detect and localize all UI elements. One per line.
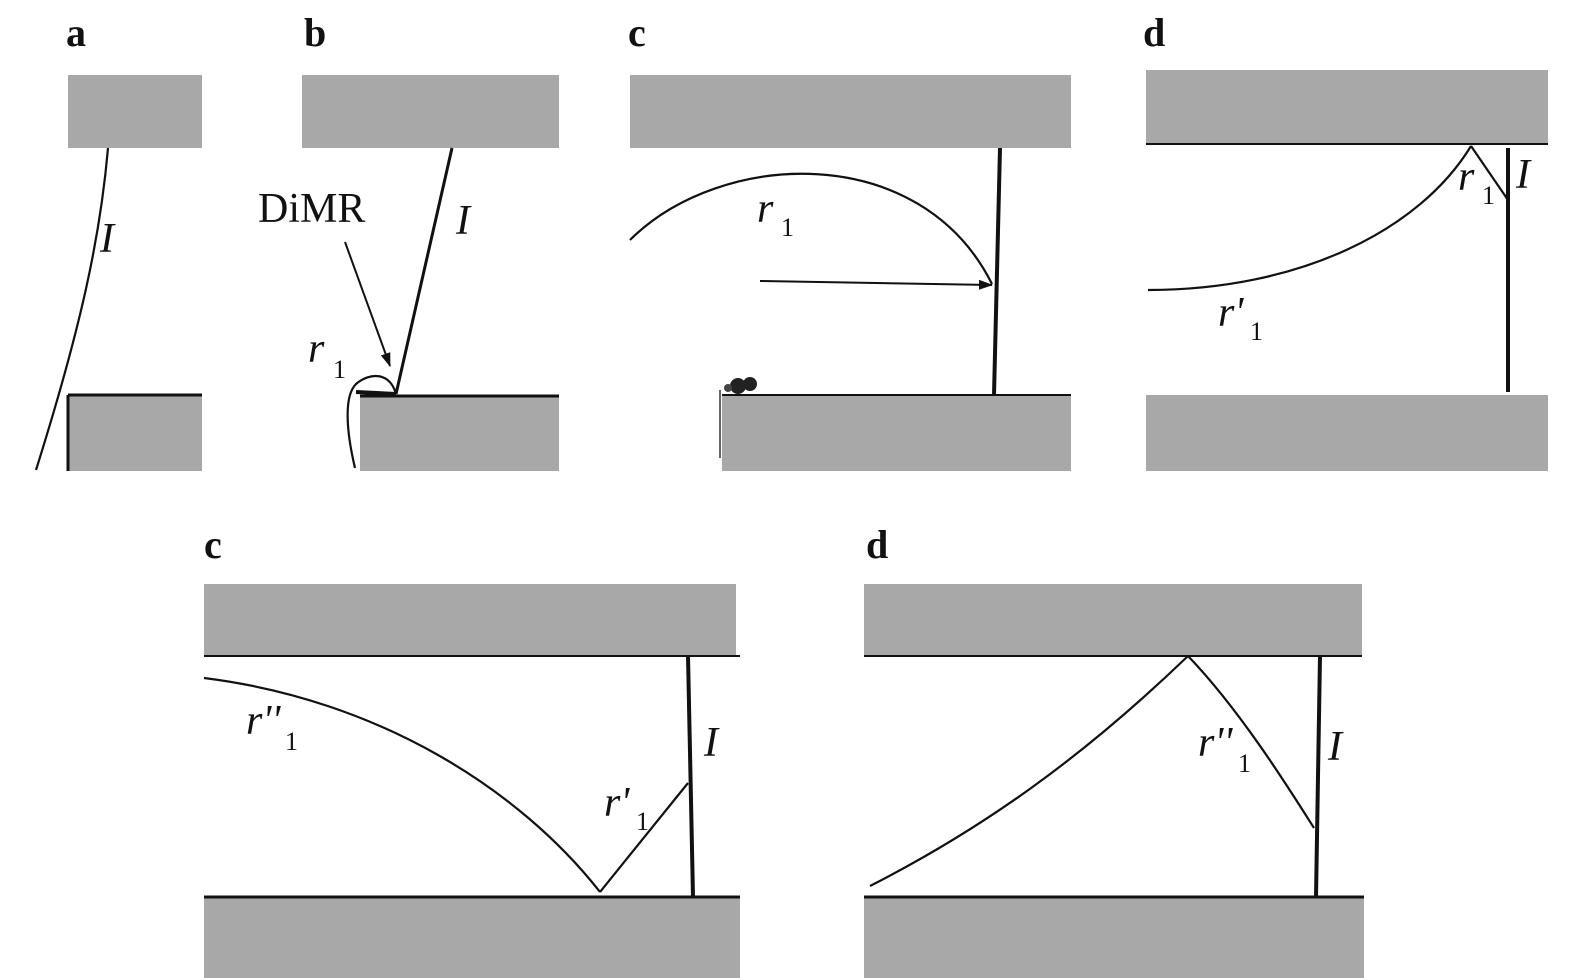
label-I: I (99, 216, 116, 262)
line-I (1314, 655, 1322, 898)
line-I (686, 655, 695, 898)
label-I: I (1515, 152, 1532, 198)
lower-plate (864, 897, 1364, 978)
lower-plate (204, 897, 740, 978)
upper-plate (302, 75, 559, 148)
panel-label: d (866, 522, 888, 567)
label-r-prime-sub: 1 (1250, 317, 1263, 346)
curve-left (869, 655, 1189, 887)
curve-r1 (629, 172, 993, 285)
curve-r-prime (1147, 145, 1472, 292)
upper-plate (204, 584, 736, 656)
line-I (992, 147, 1002, 396)
segment-r1 (1470, 145, 1509, 201)
lower-plate (722, 395, 1071, 471)
label-I: I (703, 720, 720, 766)
panel-label: b (304, 10, 326, 55)
panel-d-top: d r 1 I r' 1 (1143, 10, 1548, 471)
panel-c-bottom: c r'' 1 I r' 1 (203, 522, 740, 978)
lower-plate (360, 395, 559, 471)
label-I: I (1327, 724, 1344, 770)
upper-plate (630, 75, 1071, 148)
label-r-double-prime: r'' (1198, 720, 1233, 766)
panel-d-bottom: d r'' 1 I (864, 522, 1364, 978)
label-r-prime-sub: 1 (636, 807, 649, 836)
curve-r-double-prime (203, 676, 601, 893)
label-r-prime: r' (604, 780, 630, 826)
line-I (34, 147, 110, 471)
dimr-arrow (344, 241, 391, 367)
panel-label: c (628, 10, 646, 55)
label-r-sub: 1 (333, 355, 346, 384)
panel-a-top: a I (34, 10, 202, 471)
segment-r-prime (599, 782, 689, 893)
pointer-arrow (759, 279, 993, 290)
label-r-sub: 1 (781, 213, 794, 242)
label-I: I (455, 198, 472, 244)
label-r-double-prime-sub: 1 (1238, 749, 1251, 778)
panel-b-top: b DiMR I r 1 (258, 10, 559, 471)
label-r: r (308, 326, 325, 372)
upper-plate (68, 75, 202, 148)
lower-plate (68, 395, 202, 471)
label-DiMR: DiMR (258, 186, 365, 232)
upper-plate (1146, 70, 1548, 144)
panel-c-top: c r 1 (628, 10, 1071, 471)
label-r: r (1458, 154, 1475, 200)
curve-r-double-prime (1187, 655, 1315, 829)
label-r-prime: r' (1218, 290, 1244, 336)
lower-plate (1146, 395, 1548, 471)
upper-plate (864, 584, 1362, 656)
contact-segment (355, 390, 397, 396)
dark-blob (719, 377, 757, 458)
panel-label: c (204, 522, 222, 567)
label-r-sub: 1 (1482, 181, 1495, 210)
label-r: r (757, 186, 774, 232)
loop-r1 (346, 374, 398, 469)
label-r-double-prime-sub: 1 (285, 727, 298, 756)
panel-label: a (66, 10, 86, 55)
panel-label: d (1143, 10, 1165, 55)
label-r-double-prime: r'' (246, 698, 281, 744)
line-I (394, 147, 454, 395)
